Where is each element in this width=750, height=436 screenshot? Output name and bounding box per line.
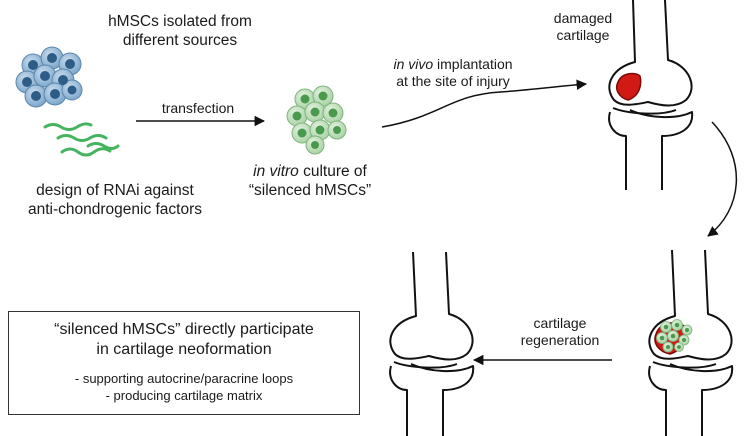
rnai-label: design of RNAi against anti-chondrogenic… (27, 182, 203, 218)
implanted-cells (656, 319, 693, 353)
rnai-strands (43, 122, 120, 157)
implantation-arrow (381, 79, 588, 128)
summary-bullet: - supporting autocrine/paracrine loops (74, 371, 294, 386)
silenced-cell-cluster (286, 85, 347, 155)
healing-curve-arrow (707, 121, 738, 237)
summary-bullets: - supporting autocrine/paracrine loops -… (9, 370, 359, 404)
hmsc-cell-cluster (15, 46, 83, 108)
cartilage-lesion (616, 72, 642, 101)
healthy-knee (389, 251, 475, 436)
implantation-label: in vivo implantation at the site of inju… (393, 56, 513, 89)
culture-label: in vitro culture of “silenced hMSCs” (248, 163, 372, 199)
transfection-label: transfection (161, 100, 235, 116)
summary-heading: “silenced hMSCs” directly participate in… (54, 321, 314, 358)
regeneration-label: cartilage regeneration (520, 315, 600, 348)
source-label: hMSCs isolated from different sources (108, 13, 252, 49)
summary-box: “silenced hMSCs” directly participate in… (8, 311, 360, 415)
damaged-cartilage-label: damaged cartilage (553, 10, 613, 43)
summary-bullet: - producing cartilage matrix (105, 388, 263, 403)
